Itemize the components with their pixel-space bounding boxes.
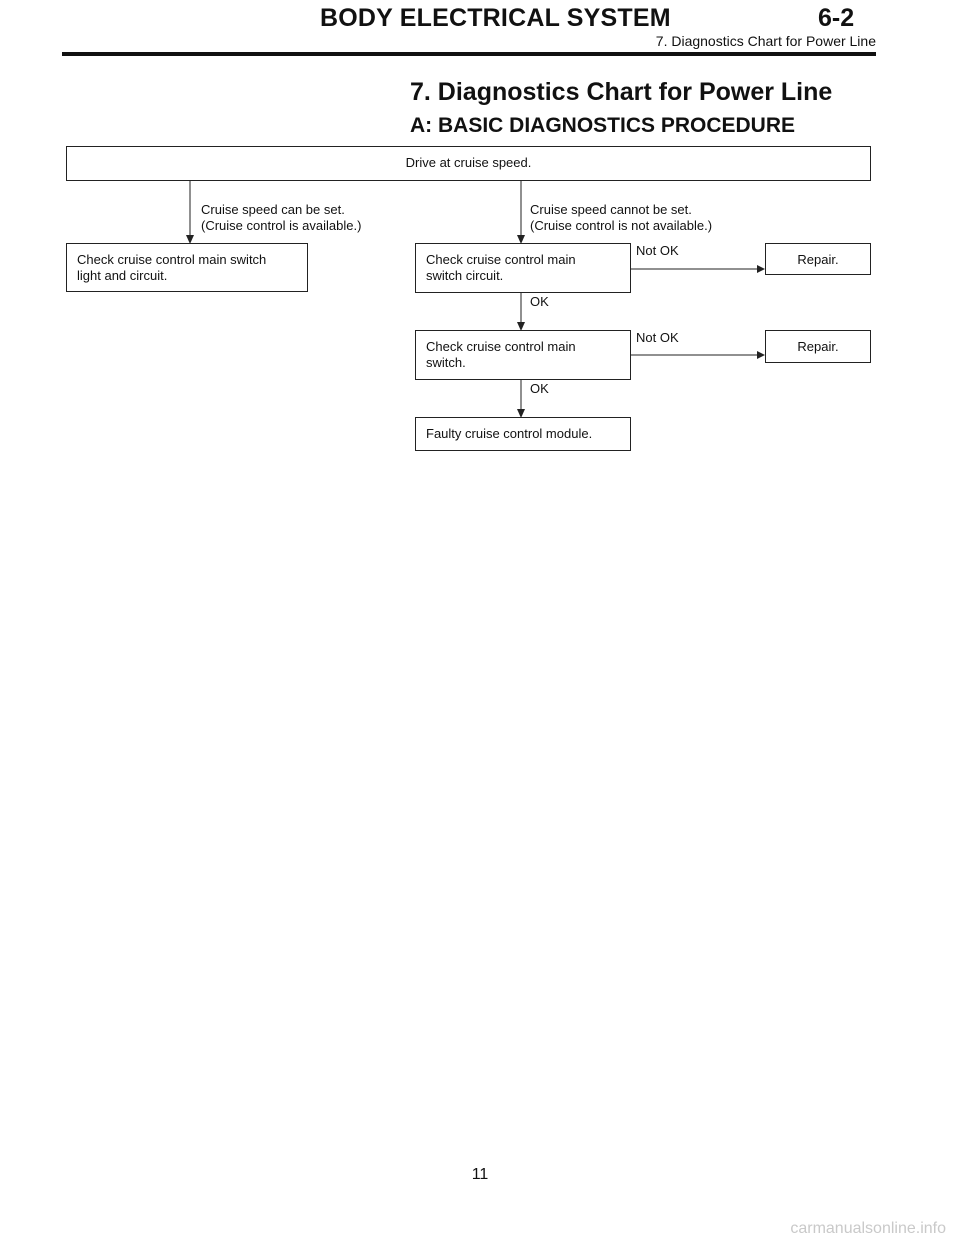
- arrow-down-icon: [517, 322, 525, 331]
- result-box: Faulty cruise control module.: [415, 417, 631, 451]
- header-section-number: 6-2: [818, 4, 855, 32]
- arrow-right-icon: [757, 351, 765, 359]
- header-title: BODY ELECTRICAL SYSTEM: [320, 4, 671, 32]
- flow-start-box: Drive at cruise speed.: [66, 146, 871, 181]
- left-check-line2: light and circuit.: [77, 268, 168, 283]
- branch-right-label-line1: Cruise speed cannot be set.: [530, 202, 692, 217]
- check2-ok-label: OK: [530, 381, 549, 396]
- check2-line2: switch.: [426, 355, 466, 370]
- repair-box-2: Repair.: [765, 330, 871, 363]
- result-text: Faulty cruise control module.: [426, 426, 593, 441]
- check1-notok-label: Not OK: [636, 243, 679, 258]
- left-check-box: Check cruise control main switch light a…: [66, 243, 308, 292]
- arrow-down-icon: [517, 409, 525, 418]
- check2-line1: Check cruise control main: [426, 339, 576, 354]
- arrow-right-icon: [757, 265, 765, 273]
- header-rule: [62, 52, 876, 56]
- branch-right-label: Cruise speed cannot be set. (Cruise cont…: [530, 202, 712, 234]
- section-subtitle: A: BASIC DIAGNOSTICS PROCEDURE: [410, 114, 796, 137]
- arrow-down-icon: [186, 235, 194, 244]
- section-title: 7. Diagnostics Chart for Power Line: [410, 78, 833, 106]
- check-main-switch-box: Check cruise control main switch.: [415, 330, 631, 380]
- arrow-down-icon: [517, 235, 525, 244]
- branch-left-label-line1: Cruise speed can be set.: [201, 202, 345, 217]
- branch-right-label-line2: (Cruise control is not available.): [530, 218, 713, 233]
- flow-start-text: Drive at cruise speed.: [405, 155, 532, 170]
- check2-notok-label: Not OK: [636, 330, 679, 345]
- branch-left-label: Cruise speed can be set. (Cruise control…: [201, 202, 361, 234]
- check1-line2: switch circuit.: [426, 268, 504, 283]
- check1-line1: Check cruise control main: [426, 252, 576, 267]
- header-subtitle: 7. Diagnostics Chart for Power Line: [655, 33, 876, 49]
- watermark: carmanualsonline.info: [790, 1220, 946, 1237]
- left-check-line1: Check cruise control main switch: [77, 252, 267, 267]
- repair-box-1: Repair.: [765, 243, 871, 275]
- repair-2-text: Repair.: [797, 339, 839, 354]
- branch-left-label-line2: (Cruise control is available.): [201, 218, 362, 233]
- repair-1-text: Repair.: [797, 252, 839, 267]
- check-switch-circuit-box: Check cruise control main switch circuit…: [415, 243, 631, 293]
- page-number: 11: [471, 1166, 489, 1183]
- check1-ok-label: OK: [530, 294, 549, 309]
